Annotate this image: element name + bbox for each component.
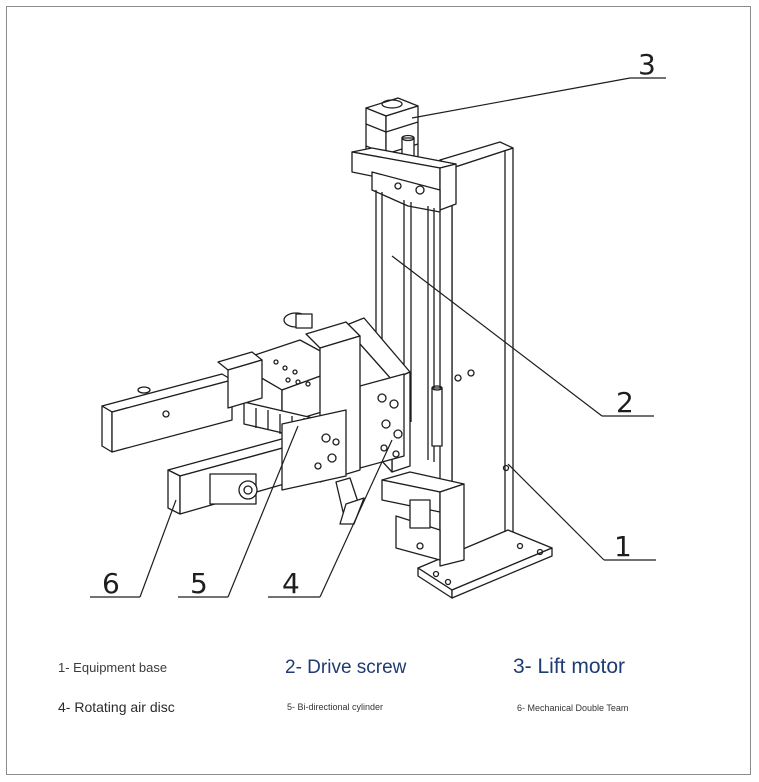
mechanical-double-team xyxy=(101,351,365,525)
callout-2: 2 xyxy=(616,386,634,419)
callout-1: 1 xyxy=(614,530,632,563)
callout-numbers: 3 2 1 4 5 6 xyxy=(102,48,656,600)
callout-5: 5 xyxy=(190,567,208,600)
lower-bracket xyxy=(381,471,465,567)
legend-item-equipment-base: 1- Equipment base xyxy=(58,660,168,675)
legend-item-drive-screw: 2- Drive screw xyxy=(285,657,407,678)
legend-item-rotating-air-disc: 4- Rotating air disc xyxy=(58,699,175,715)
leader-lines xyxy=(90,77,666,598)
equipment-base xyxy=(417,141,553,599)
legend-item-lift-motor: 3- Lift motor xyxy=(513,655,626,678)
legend-item-bi-directional-cylinder: 5- Bi-directional cylinder xyxy=(287,702,384,712)
callout-3: 3 xyxy=(638,48,656,81)
callout-4: 4 xyxy=(282,567,300,600)
callout-6: 6 xyxy=(102,567,120,600)
legend-item-mechanical-double-team: 6- Mechanical Double Team xyxy=(517,703,629,713)
top-bracket xyxy=(351,147,457,213)
